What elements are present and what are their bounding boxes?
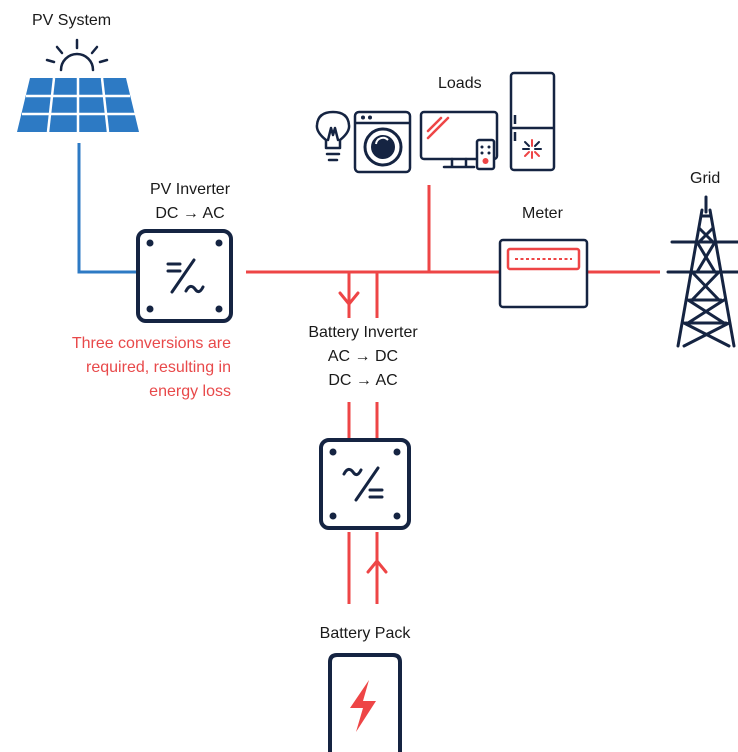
pv-system-label: PV System <box>32 12 112 29</box>
battery-inverter-conversion-2: DC → AC <box>328 372 398 389</box>
arrow-up-icon <box>366 559 388 574</box>
meter-icon <box>498 238 589 309</box>
energy-loss-note-line-3: energy loss <box>149 383 231 400</box>
battery-pack-icon <box>328 653 402 752</box>
pv-inverter-icon <box>136 229 233 323</box>
snowflake-icon <box>522 139 542 159</box>
solar-panel-icon <box>17 77 139 133</box>
arrow-down-icon <box>338 291 360 306</box>
lightning-icon <box>350 680 376 732</box>
battery-pack-label: Battery Pack <box>319 625 411 642</box>
sun-icon <box>45 38 109 72</box>
battery-inverter-conversion-1: AC → DC <box>327 348 399 365</box>
energy-loss-note-line-2: required, resulting in <box>86 359 231 376</box>
grid-label: Grid <box>690 170 721 187</box>
loads-label: Loads <box>438 75 482 92</box>
battery-inverter-title: Battery Inverter <box>308 324 418 341</box>
pv-inverter-title: PV Inverter <box>149 181 231 198</box>
pv-inverter-conversion: DC → AC <box>155 205 225 222</box>
dc-line-pv <box>77 143 137 274</box>
lightbulb-icon <box>315 110 351 162</box>
remote-control-icon <box>475 138 496 171</box>
battery-inverter-icon <box>319 438 411 530</box>
energy-loss-note-line-1: Three conversions are <box>71 335 231 352</box>
washing-machine-icon <box>353 110 412 174</box>
grid-tower-icon <box>666 195 738 348</box>
refrigerator-icon <box>509 71 556 172</box>
meter-label: Meter <box>522 205 563 222</box>
